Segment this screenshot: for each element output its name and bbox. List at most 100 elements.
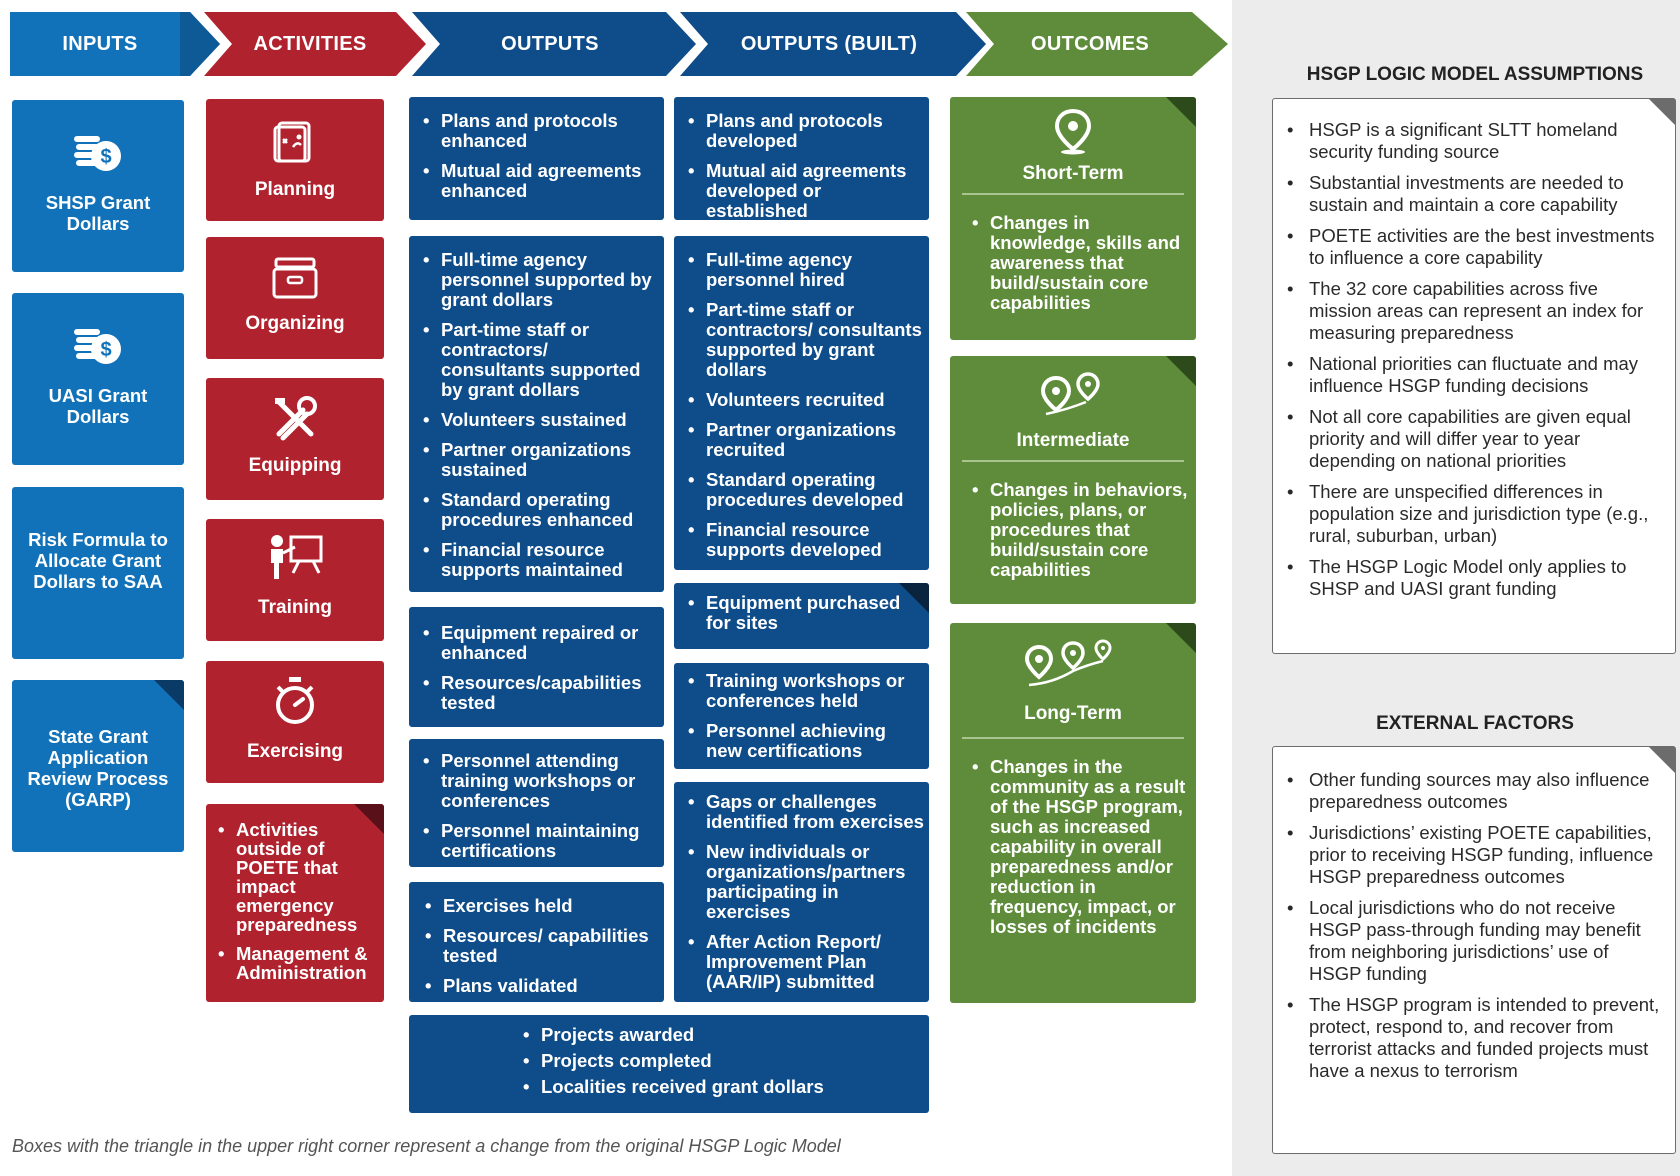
- planning-document-icon: [273, 121, 311, 163]
- output-item: Volunteers sustained: [423, 410, 656, 431]
- output-item: Full-time agency personnel supported by …: [423, 250, 656, 310]
- output-item: Standard operating procedures developed: [688, 470, 923, 510]
- combined-outputs: Projects awarded Projects completed Loca…: [409, 1015, 929, 1113]
- output-item: Gaps or challenges identified from exerc…: [688, 792, 925, 832]
- output-item: Projects completed: [523, 1051, 929, 1072]
- built-equipment: Equipment purchased for sites: [674, 583, 929, 649]
- input-label: UASI Grant Dollars: [48, 385, 148, 427]
- header-inputs-label: INPUTS: [62, 33, 138, 55]
- output-item: Mutual aid agreements enhanced: [423, 161, 656, 201]
- output-item: New individuals or organizations/partner…: [688, 842, 925, 922]
- output-item: Plans and protocols enhanced: [423, 111, 656, 151]
- built-training: Training workshops or conferences held P…: [674, 663, 929, 769]
- assumption-item: The HSGP Logic Model only applies to SHS…: [1287, 556, 1663, 600]
- activity-equipping: Equipping: [206, 378, 384, 500]
- output-item: Localities received grant dollars: [523, 1077, 929, 1098]
- output-item: Mutual aid agreements developed or estab…: [688, 161, 925, 221]
- activity-other-item: Management & Administration: [218, 944, 378, 982]
- assumption-item: POETE activities are the best investment…: [1287, 225, 1663, 269]
- file-cabinet-icon: [272, 257, 318, 299]
- external-factors-title: EXTERNAL FACTORS: [1376, 713, 1574, 734]
- activity-label: Equipping: [248, 455, 342, 476]
- three-location-pins-icon: [1024, 639, 1112, 687]
- outcome-title: Long-Term: [1024, 703, 1122, 724]
- tools-icon: [275, 396, 317, 441]
- activity-label: Training: [258, 597, 332, 618]
- outcome-intermediate: Intermediate Changes in behaviors, polic…: [950, 356, 1196, 604]
- activity-exercising: Exercising: [206, 661, 384, 783]
- header-outcomes: OUTCOMES: [966, 12, 1228, 76]
- output-item: Part-time staff or contractors/ consulta…: [423, 320, 656, 400]
- header-outputs-sustained: OUTPUTS (SUSTAINED): [412, 12, 696, 119]
- assumptions-title: HSGP LOGIC MODEL ASSUMPTIONS: [1306, 64, 1644, 85]
- location-pin-icon: [1054, 109, 1092, 155]
- assumption-item: National priorities can fluctuate and ma…: [1287, 353, 1663, 397]
- header-outputs-sustained-label: OUTPUTS (SUSTAINED): [485, 33, 615, 119]
- output-item: Financial resource supports developed: [688, 520, 923, 560]
- sustained-equipment: Equipment repaired or enhanced Resources…: [409, 607, 664, 727]
- activity-other: Activities outside of POETE that impact …: [206, 804, 384, 1002]
- output-item: Resources/capabilities tested: [423, 673, 656, 713]
- built-exercises: Gaps or challenges identified from exerc…: [674, 782, 929, 1002]
- trainer-board-icon: [271, 535, 323, 579]
- sustained-training: Personnel attending training workshops o…: [409, 739, 664, 867]
- two-location-pins-icon: [1040, 372, 1100, 416]
- output-item: After Action Report/ Improvement Plan (A…: [688, 932, 925, 992]
- activity-other-item: Activities outside of POETE that impact …: [218, 820, 378, 934]
- assumptions-box: HSGP is a significant SLTT homeland secu…: [1272, 98, 1676, 654]
- sustained-plans: Plans and protocols enhanced Mutual aid …: [409, 97, 664, 220]
- output-item: Plans validated: [425, 976, 656, 997]
- activity-label: Planning: [254, 179, 336, 200]
- output-item: Standard operating procedures enhanced: [423, 490, 656, 530]
- sustained-personnel: Full-time agency personnel supported by …: [409, 236, 664, 592]
- outcome-title: Intermediate: [1016, 430, 1130, 451]
- activity-label: Organizing: [245, 313, 345, 334]
- input-uasi: $ UASI Grant Dollars: [12, 293, 184, 465]
- assumption-item: The 32 core capabilities across five mis…: [1287, 278, 1663, 344]
- activity-planning: Planning: [206, 99, 384, 221]
- outcome-title: Short-Term: [1022, 163, 1124, 184]
- external-factor-item: Other funding sources may also influence…: [1287, 769, 1663, 813]
- input-label: Risk Formula to Allocate Grant Dollars t…: [28, 529, 168, 592]
- output-item: Part-time staff or contractors/ consulta…: [688, 300, 923, 380]
- coins-dollar-icon: $: [74, 329, 121, 364]
- external-factors-box: Other funding sources may also influence…: [1272, 746, 1676, 1154]
- output-item: Exercises held: [425, 896, 656, 917]
- header-outcomes-label: OUTCOMES: [1031, 33, 1149, 55]
- output-item: Full-time agency personnel hired: [688, 250, 923, 290]
- output-item: Training workshops or conferences held: [688, 671, 921, 711]
- activity-training: Training: [206, 519, 384, 641]
- svg-text:$: $: [100, 339, 111, 361]
- outcome-divider: [962, 460, 1184, 462]
- outcome-text: Changes in knowledge, skills and awarene…: [972, 213, 1188, 313]
- output-item: Partner organizations sustained: [423, 440, 656, 480]
- built-plans: Plans and protocols developed Mutual aid…: [674, 97, 929, 220]
- output-item: Partner organizations recruited: [688, 420, 923, 460]
- input-label: State Grant Application Review Process (…: [27, 726, 169, 810]
- stopwatch-icon: [276, 677, 314, 724]
- built-personnel: Full-time agency personnel hired Part-ti…: [674, 236, 929, 570]
- external-factor-item: The HSGP program is intended to prevent,…: [1287, 994, 1663, 1082]
- header-outputs-built-label: OUTPUTS (BUILT): [740, 33, 918, 55]
- assumption-item: Not all core capabilities are given equa…: [1287, 406, 1663, 472]
- header-activities: ACTIVITIES: [204, 12, 426, 76]
- header-activities-label: ACTIVITIES: [253, 33, 367, 55]
- output-item: Volunteers recruited: [688, 390, 923, 411]
- header-outputs-built: OUTPUTS (BUILT): [680, 12, 986, 76]
- output-item: Personnel attending training workshops o…: [423, 751, 656, 811]
- external-factor-item: Jurisdictions’ existing POETE capabiliti…: [1287, 822, 1663, 888]
- output-item: Resources/ capabilities tested: [425, 926, 656, 966]
- outcome-text: Changes in the community as a result of …: [972, 757, 1188, 937]
- output-item: Personnel maintaining certifications: [423, 821, 656, 861]
- assumption-item: HSGP is a significant SLTT homeland secu…: [1287, 119, 1663, 163]
- outcome-short-term: Short-Term Changes in knowledge, skills …: [950, 97, 1196, 340]
- input-shsp: $ SHSP Grant Dollars: [12, 100, 184, 272]
- input-label: SHSP Grant Dollars: [45, 192, 151, 234]
- output-item: Equipment repaired or enhanced: [423, 623, 656, 663]
- input-garp: State Grant Application Review Process (…: [12, 680, 184, 852]
- outcome-long-term: Long-Term Changes in the community as a …: [950, 623, 1196, 1003]
- output-item: Plans and protocols developed: [688, 111, 925, 151]
- outcome-divider: [962, 193, 1184, 195]
- external-factor-item: Local jurisdictions who do not receive H…: [1287, 897, 1663, 985]
- outcome-text: Changes in behaviors, policies, plans, o…: [972, 480, 1188, 580]
